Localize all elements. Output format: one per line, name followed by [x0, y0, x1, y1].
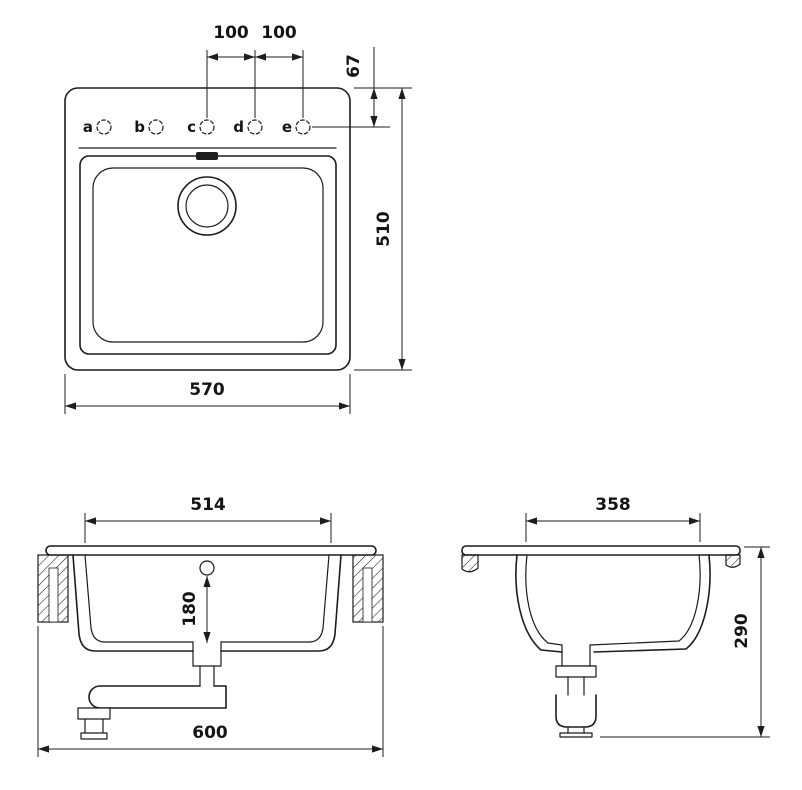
side-bowl-inner-left [525, 554, 563, 646]
dim-label-overall-width: 600 [192, 723, 228, 743]
bowl-inner-right [220, 554, 330, 643]
dim-label-height: 290 [732, 613, 752, 649]
tap-holes: a b c d e [83, 118, 311, 136]
rim-flange-front [45, 545, 377, 556]
rim-flange-side [461, 545, 741, 556]
tap-hole-label-e: e [282, 118, 292, 136]
side-section-view: 358 290 [461, 495, 770, 738]
dim-depth: 510 [354, 88, 412, 371]
side-bowl-inner-right [589, 554, 701, 646]
tap-hole-e [295, 119, 311, 135]
drain-trap-side [555, 644, 597, 738]
tap-hole-d [247, 119, 263, 135]
basin-inner-edge [92, 167, 324, 343]
dim-inner-depth: 358 [525, 495, 701, 542]
rim-cut-right [725, 554, 741, 568]
dim-width: 570 [64, 374, 351, 414]
dim-label-width: 570 [189, 380, 225, 400]
dim-label-inner-width: 514 [190, 495, 226, 515]
dim-inner-width: 514 [84, 495, 332, 543]
dim-label-depth: 510 [374, 211, 394, 247]
drain-inner-circle [185, 184, 229, 228]
dim-height: 290 [600, 546, 770, 738]
dim-hole-spacing: 100 100 [206, 23, 304, 118]
dim-label-edge-to-holes: 67 [344, 54, 364, 78]
bowl-outer-right [220, 554, 342, 652]
side-bowl-outer-left [515, 554, 563, 653]
dim-edge-to-holes: 67 [312, 47, 412, 128]
overflow-slot [196, 152, 218, 160]
dim-label-hole-spacing-1: 100 [213, 23, 249, 43]
tap-hole-label-d: d [233, 118, 244, 136]
dim-overall-width: 600 [37, 626, 384, 757]
clamp-slot-left [48, 567, 59, 623]
tap-hole-label-a: a [83, 118, 93, 136]
tap-hole-label-b: b [134, 118, 145, 136]
dim-label-bowl-depth: 180 [180, 591, 200, 627]
rim-cut-left [461, 554, 479, 573]
dim-label-inner-depth: 358 [595, 495, 631, 515]
tap-hole-label-c: c [187, 118, 196, 136]
bowl-inner-left [84, 554, 194, 643]
tap-hole-b [148, 119, 164, 135]
dim-bowl-depth: 180 [180, 560, 215, 643]
tap-hole-a [96, 119, 112, 135]
front-section-view: 514 180 600 [37, 495, 384, 757]
side-bowl-outer-right [593, 554, 711, 653]
basin-outer-edge [79, 155, 337, 355]
dim-label-hole-spacing-2: 100 [261, 23, 297, 43]
tap-hole-c [199, 119, 215, 135]
drain-trap-front [77, 641, 227, 740]
clamp-slot-right [362, 567, 373, 623]
bowl-outer-left [72, 554, 194, 652]
drain-outer-circle [177, 176, 237, 236]
top-view: a b c d e 100 100 67 [64, 23, 412, 414]
depth-reference-circle [199, 560, 215, 576]
